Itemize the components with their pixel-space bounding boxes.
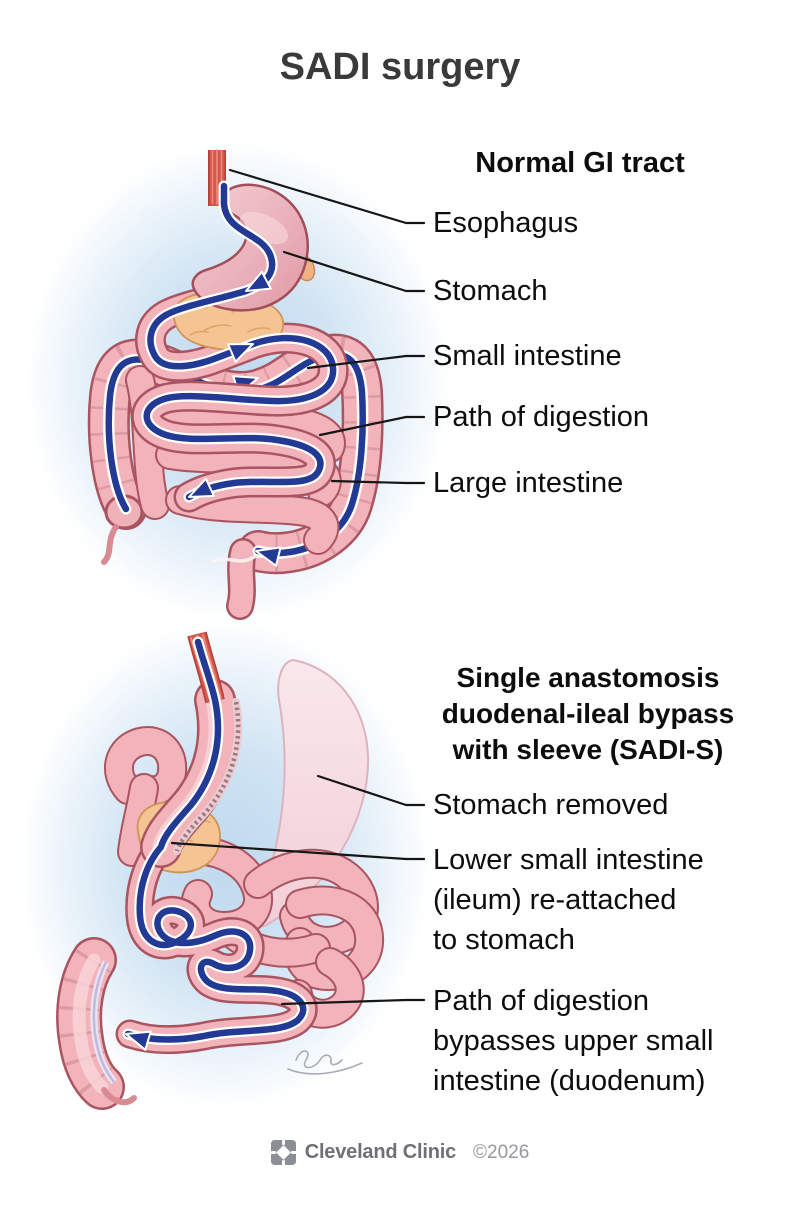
footer-brand: Cleveland Clinic xyxy=(304,1141,456,1163)
leader-stomach-removed xyxy=(316,774,426,807)
leader-large-intestine xyxy=(330,479,426,485)
leader-path-of-digestion xyxy=(318,415,426,437)
cleveland-clinic-logo xyxy=(270,1140,296,1165)
appendix xyxy=(101,1087,137,1106)
label-stomach-removed: Stomach removed xyxy=(433,789,669,821)
label-path-of-digestion: Path of digestion xyxy=(433,401,650,433)
leader-esophagus xyxy=(228,168,426,225)
section-heading-normal-gi: Normal GI tract xyxy=(475,147,685,179)
label-ileum-reattached: Lower small intestine (ileum) re-attache… xyxy=(433,844,704,956)
section-heading-sadi: Single anastomosis duodenal-ileal bypass… xyxy=(441,662,735,765)
label-large-intestine: Large intestine xyxy=(433,467,624,499)
label-esophagus: Esophagus xyxy=(433,207,579,239)
page-title: SADI surgery xyxy=(279,46,521,88)
digestion-path-upper xyxy=(141,180,339,507)
leader-path-bypasses xyxy=(280,998,426,1006)
label-small-intestine: Small intestine xyxy=(433,340,622,372)
label-path-bypasses: Path of digestion bypasses upper small i… xyxy=(433,985,714,1097)
leader-ileum-reattached xyxy=(170,841,426,861)
sadi-illustration xyxy=(20,620,430,1110)
leader-stomach xyxy=(282,250,426,293)
leader-lines xyxy=(170,168,426,1006)
label-stomach: Stomach xyxy=(433,275,548,307)
artist-signature xyxy=(287,1050,363,1075)
footer-copyright: ©2026 xyxy=(473,1141,530,1163)
digestion-path-sadi xyxy=(122,636,309,1051)
esophagus xyxy=(208,149,226,206)
appendix xyxy=(101,524,119,565)
large-intestine-segment xyxy=(56,937,137,1110)
leader-small-intestine xyxy=(306,354,426,370)
footer: Cleveland Clinic ©2026 xyxy=(0,1140,800,1165)
normal-gi-illustration xyxy=(26,142,450,622)
